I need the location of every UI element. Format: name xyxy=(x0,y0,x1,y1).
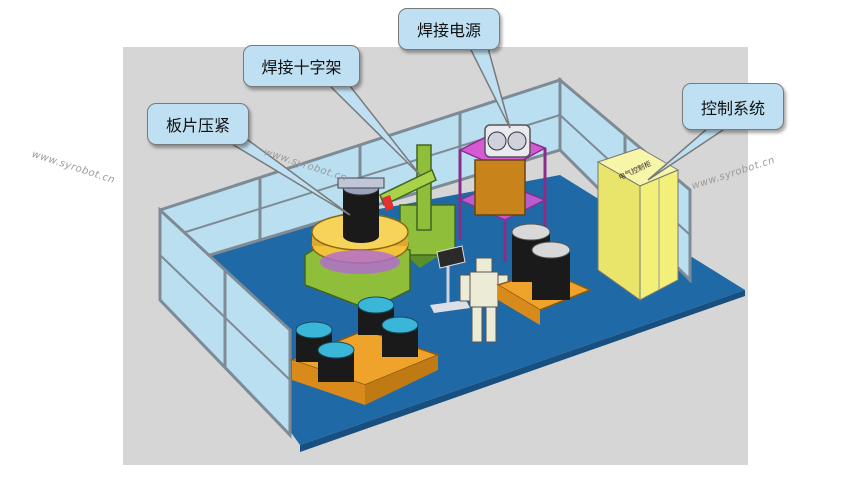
rotary-clamp-station xyxy=(304,177,411,311)
electrical-control-cabinet: 电气控制柜 xyxy=(596,147,680,301)
callout-welding-cross: 焊接十字架 xyxy=(243,45,360,87)
callout-pointers xyxy=(230,47,729,216)
left-wall xyxy=(158,206,292,439)
humanoid-robot xyxy=(459,257,509,343)
hmi-terminal xyxy=(430,245,470,313)
callout-power-source: 焊接电源 xyxy=(398,8,500,50)
floor-edge xyxy=(300,290,745,452)
callout-control-system: 控制系统 xyxy=(682,83,784,130)
welding-power-source-rack xyxy=(458,124,547,262)
right-coil-pallet xyxy=(496,223,592,325)
front-coil-pallets xyxy=(289,296,441,405)
callout-clamp: 板片压紧 xyxy=(147,103,249,145)
